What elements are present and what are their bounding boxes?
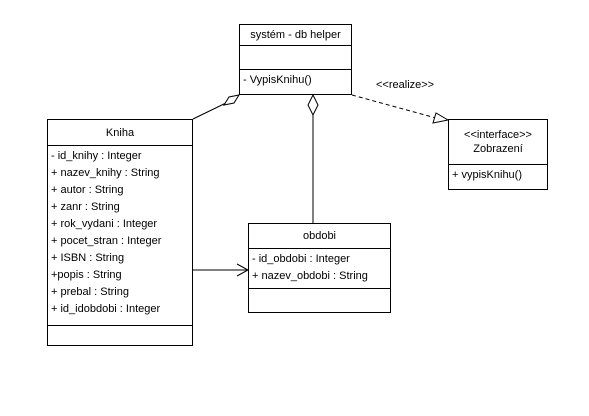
attribute: - id_obdobi : Integer [252, 253, 350, 265]
realize-label: <<realize>> [376, 79, 435, 91]
operations-section [249, 289, 390, 312]
attribute: + ISBN : String [51, 252, 125, 264]
attribute: + autor : String [51, 184, 124, 196]
class-db-helper[interactable]: systém - db helper - VypisKnihu() [239, 24, 352, 95]
class-header: Kniha [48, 120, 192, 146]
class-name: Kniha [105, 126, 135, 139]
class-name: Zobrazení [473, 143, 523, 155]
attribute: + pocet_stran : Integer [51, 235, 162, 247]
aggregation-kniha-diamond-icon [222, 94, 241, 106]
attribute: + zanr : String [51, 201, 120, 213]
operations-section: + vypisKnihu() [449, 165, 547, 189]
realize-arrowhead-icon [432, 112, 450, 124]
attributes-section: - id_knihy : Integer + nazev_knihy : Str… [48, 146, 192, 326]
aggregation-obdobi-diamond-icon [307, 93, 319, 117]
attribute: + nazev_obdobi : String [252, 270, 368, 282]
class-zobrazeni[interactable]: <<interface>> Zobrazení + vypisKnihu() [448, 119, 548, 190]
operations-section: - VypisKnihu() [240, 70, 351, 94]
class-header: systém - db helper [240, 25, 351, 46]
class-name: systém - db helper [250, 29, 341, 41]
class-kniha[interactable]: Kniha - id_knihy : Integer + nazev_knihy… [47, 119, 193, 346]
attributes-section [240, 46, 351, 70]
realize-line [351, 94, 437, 119]
operation: - VypisKnihu() [243, 74, 312, 86]
class-stereotype: <<interface>> [464, 129, 532, 141]
class-name: obdobi [302, 230, 337, 242]
operations-section [48, 326, 192, 345]
attribute: + rok_vydani : Integer [51, 218, 158, 230]
attribute: +popis : String [51, 269, 122, 281]
attributes-section: - id_obdobi : Integer + nazev_obdobi : S… [249, 249, 390, 289]
class-header: obdobi [249, 224, 390, 249]
aggregation-kniha-line [192, 101, 229, 120]
operation: + vypisKnihu() [452, 169, 523, 181]
class-obdobi[interactable]: obdobi - id_obdobi : Integer + nazev_obd… [248, 223, 391, 313]
attribute: + prebal : String [51, 286, 129, 298]
attribute: + id_idobdobi : Integer [51, 303, 161, 315]
class-header: <<interface>> Zobrazení [449, 120, 547, 165]
attribute: + nazev_knihy : String [51, 167, 160, 179]
attribute: - id_knihy : Integer [51, 150, 142, 162]
